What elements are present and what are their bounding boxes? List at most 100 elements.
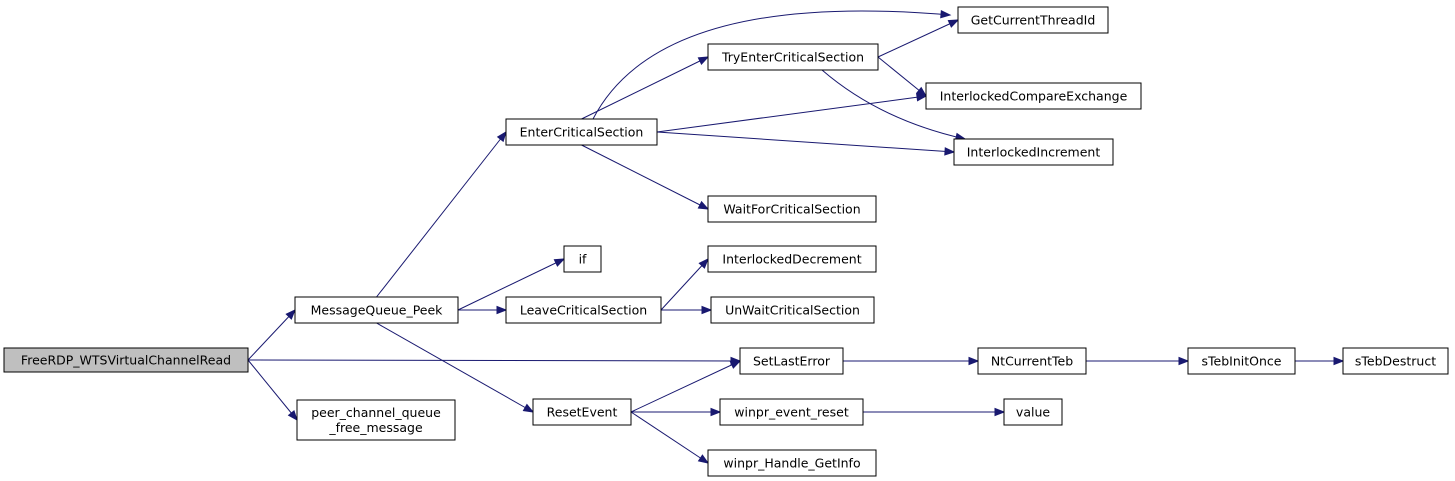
edge-line — [592, 10, 951, 120]
edge-line — [630, 411, 709, 464]
edge-ntteb-to-stebinit — [1086, 356, 1190, 366]
node-unwait[interactable]: UnWaitCriticalSection — [710, 296, 875, 324]
arrowhead — [496, 130, 507, 143]
edge-tryenter-to-ilcmpx — [877, 56, 928, 97]
node-label: winpr_event_reset — [734, 405, 849, 420]
edge-line — [630, 360, 741, 413]
edge-line — [457, 258, 565, 311]
node-ilinc[interactable]: InterlockedIncrement — [953, 138, 1114, 166]
arrowhead — [697, 200, 710, 210]
edge-resetev-to-handleinfo — [630, 411, 710, 464]
node-box — [719, 398, 864, 426]
arrowhead — [553, 258, 566, 267]
node-ildec[interactable]: InterlockedDecrement — [707, 245, 877, 273]
node-label: WaitForCriticalSection — [723, 202, 860, 217]
edge-stebinit-to-stebdest — [1295, 356, 1345, 366]
node-box — [925, 82, 1142, 110]
arrowhead — [697, 56, 710, 65]
node-box — [505, 118, 658, 146]
arrowhead — [697, 454, 710, 464]
node-mqpeek[interactable]: MessageQueue_Peek — [294, 296, 459, 324]
edge-tryenter-to-getthread — [877, 19, 960, 58]
edge-mqpeek-to-resetev — [376, 322, 535, 413]
edge-freerdp-to-mqpeek — [247, 308, 296, 361]
arrowhead — [698, 257, 709, 269]
node-label: InterlockedCompareExchange — [940, 89, 1128, 104]
arrowhead — [285, 308, 296, 320]
node-setlast[interactable]: SetLastError — [739, 347, 844, 375]
node-freerdp[interactable]: FreeRDP_WTSVirtualChannelRead — [3, 347, 249, 373]
edge-entercs-to-ilinc — [656, 131, 956, 156]
node-box — [296, 399, 456, 441]
node-box — [1342, 347, 1449, 375]
node-label: MessageQueue_Peek — [311, 303, 444, 318]
arrowhead — [994, 407, 1006, 417]
arrowhead — [944, 147, 956, 156]
node-label: sTebDestruct — [1355, 354, 1436, 369]
node-label: peer_channel_queue — [311, 405, 441, 420]
node-stebdest[interactable]: sTebDestruct — [1342, 347, 1449, 375]
edge-line — [581, 56, 709, 120]
arrowhead — [947, 19, 960, 28]
edge-entercs-to-getthread — [592, 9, 952, 120]
edge-setlast-to-ntteb — [843, 356, 980, 366]
node-resetev[interactable]: ResetEvent — [532, 398, 632, 426]
node-peerfree[interactable]: peer_channel_queue_free_message — [296, 399, 456, 441]
node-label: value — [1016, 405, 1050, 420]
node-tryenter[interactable]: TryEnterCriticalSection — [707, 43, 879, 71]
edge-line — [656, 131, 955, 153]
node-box — [953, 138, 1114, 166]
node-entercs[interactable]: EnterCriticalSection — [505, 118, 658, 146]
node-wevreset[interactable]: winpr_event_reset — [719, 398, 864, 426]
arrowhead — [701, 305, 713, 315]
node-leavecs[interactable]: LeaveCriticalSection — [505, 296, 662, 324]
edge-line — [376, 322, 534, 413]
edge-line — [247, 359, 741, 362]
edge-line — [877, 56, 927, 97]
node-label: InterlockedDecrement — [722, 252, 861, 267]
edge-line — [660, 258, 709, 311]
edge-leavecs-to-ildec — [660, 257, 709, 311]
node-box — [505, 296, 662, 324]
node-label: InterlockedIncrement — [967, 145, 1101, 160]
edge-entercs-to-waitcs — [581, 144, 710, 210]
arrowhead — [1178, 356, 1190, 366]
node-ilcmpx[interactable]: InterlockedCompareExchange — [925, 82, 1142, 110]
node-box — [707, 43, 879, 71]
arrowhead — [1333, 356, 1345, 366]
node-label: FreeRDP_WTSVirtualChannelRead — [21, 353, 231, 368]
node-box — [1187, 347, 1296, 375]
node-box — [707, 245, 877, 273]
node-label: sTebInitOnce — [1202, 354, 1282, 369]
node-label: winpr_Handle_GetInfo — [723, 456, 860, 471]
edge-line — [376, 131, 507, 298]
node-box — [710, 296, 875, 324]
node-box — [707, 195, 877, 223]
node-getthread[interactable]: GetCurrentThreadId — [957, 6, 1109, 34]
edge-entercs-to-ilcmpx — [656, 93, 928, 133]
function-nodes: FreeRDP_WTSVirtualChannelRead MessageQueu… — [3, 6, 1449, 477]
node-box — [1003, 398, 1063, 426]
node-label: EnterCriticalSection — [520, 125, 644, 140]
edge-line — [656, 95, 927, 133]
node-value[interactable]: value — [1003, 398, 1063, 426]
node-handleinfo[interactable]: winpr_Handle_GetInfo — [707, 449, 877, 477]
node-box — [532, 398, 632, 426]
node-stebinit[interactable]: sTebInitOnce — [1187, 347, 1296, 375]
node-label: ResetEvent — [547, 405, 618, 420]
node-ntteb[interactable]: NtCurrentTeb — [977, 347, 1087, 375]
node-box — [739, 347, 844, 375]
arrowhead — [522, 403, 535, 413]
node-label: SetLastError — [753, 354, 831, 369]
node-label: TryEnterCriticalSection — [721, 50, 864, 65]
node-label: NtCurrentTeb — [991, 354, 1073, 369]
node-if[interactable]: if — [563, 245, 602, 273]
edge-mqpeek-to-leavecs — [458, 305, 508, 315]
edge-mqpeek-to-if — [457, 258, 566, 311]
node-waitcs[interactable]: WaitForCriticalSection — [707, 195, 877, 223]
edge-leavecs-to-unwait — [661, 305, 713, 315]
node-box — [3, 347, 249, 373]
node-box — [957, 6, 1109, 34]
node-label: LeaveCriticalSection — [520, 303, 647, 318]
